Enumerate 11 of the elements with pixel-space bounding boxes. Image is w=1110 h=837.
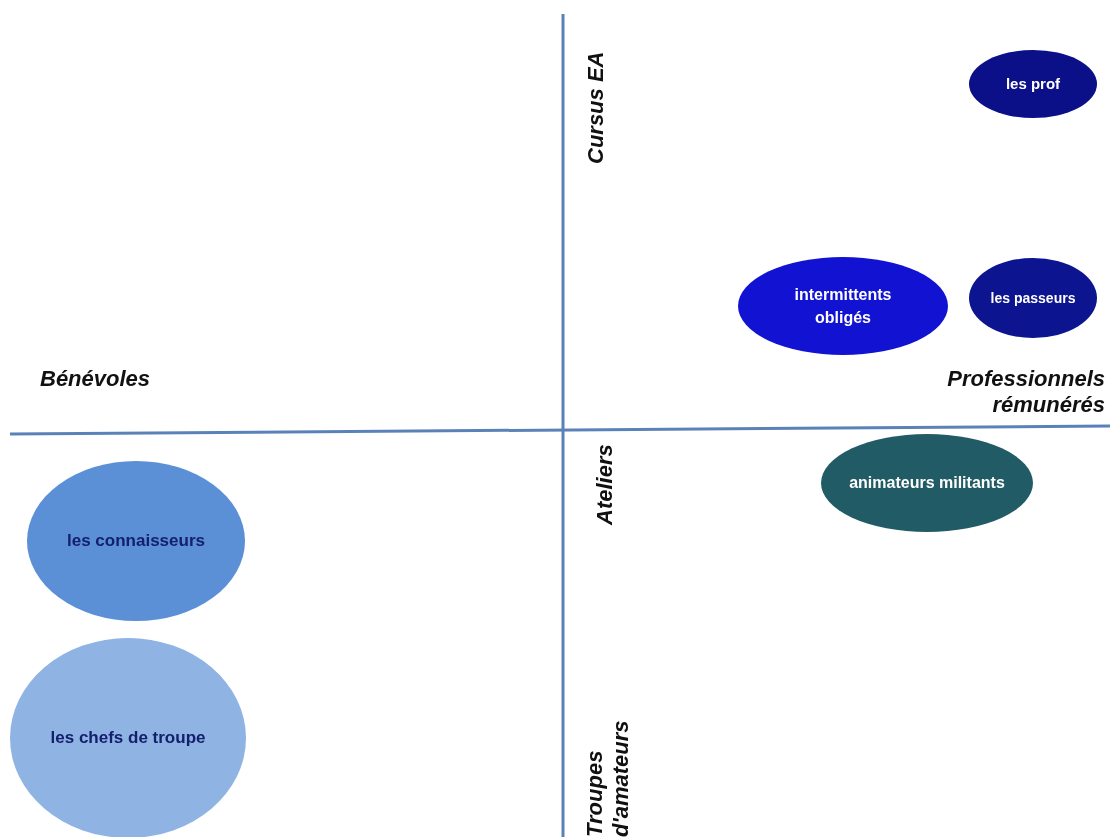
axis-label: Troupes d'amateurs bbox=[582, 719, 635, 837]
ellipse-label: les chefs de troupe bbox=[50, 726, 206, 749]
axis-label: Bénévoles bbox=[40, 366, 152, 393]
ellipse-label: animateurs militants bbox=[849, 473, 1005, 494]
ellipse-label: les prof bbox=[1005, 74, 1061, 95]
axis-label: Ateliers bbox=[592, 443, 618, 525]
ellipse-label: les passeurs bbox=[990, 288, 1076, 308]
ellipse-label: intermittents obligés bbox=[793, 284, 893, 328]
ellipse-label: les connaisseurs bbox=[67, 529, 205, 552]
axis-label: Professionnels rémunérés bbox=[946, 366, 1105, 419]
axis-label: Cursus EA bbox=[583, 50, 609, 164]
